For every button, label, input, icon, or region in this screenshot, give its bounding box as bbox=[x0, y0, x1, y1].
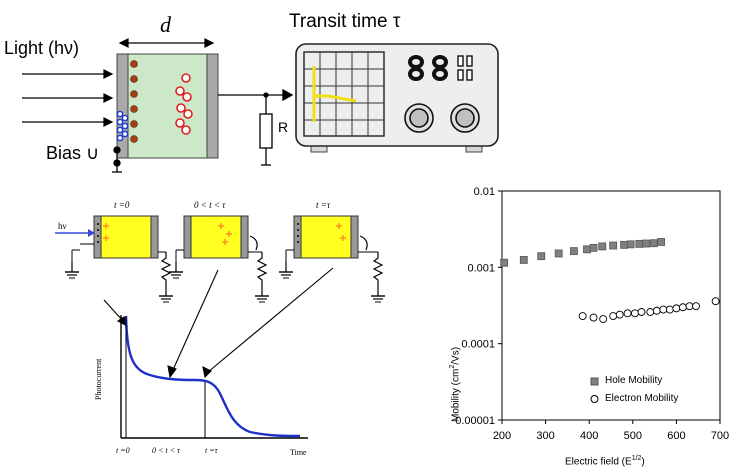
hole-mobility-point bbox=[609, 241, 618, 250]
electron-mobility-point bbox=[711, 297, 720, 306]
hole-mobility-point bbox=[583, 245, 591, 254]
x-tick-label: 500 bbox=[624, 430, 642, 442]
bias-circuit bbox=[112, 146, 122, 173]
scope-trace bbox=[312, 66, 357, 122]
resistor-label: R bbox=[278, 119, 289, 135]
stage-1-schematic bbox=[55, 215, 174, 303]
legend-electron-marker bbox=[590, 395, 599, 403]
electron-mobility-point bbox=[631, 309, 639, 318]
hole-mobility-point bbox=[649, 239, 658, 248]
electron-mobility-point bbox=[678, 303, 687, 312]
x-tick-label: 700 bbox=[711, 430, 729, 442]
hole-mobility-point bbox=[657, 238, 666, 246]
legend-hole-marker bbox=[590, 377, 599, 386]
sample-cell bbox=[116, 53, 219, 159]
light-arrows bbox=[22, 69, 114, 127]
oscilloscope bbox=[295, 43, 499, 153]
electron-mobility-point bbox=[672, 304, 681, 313]
stage-1-label: t =0 bbox=[114, 200, 130, 210]
bias-label: Bias ∪ bbox=[46, 143, 100, 163]
y-tick-label: 0.0001 bbox=[461, 339, 495, 351]
electron-mobility-point bbox=[652, 306, 661, 315]
chart-plot-area bbox=[501, 190, 721, 421]
scope-grid bbox=[304, 52, 384, 136]
photocurrent-tick-3: t =τ bbox=[205, 446, 218, 455]
light-label: Light (hν) bbox=[4, 38, 80, 58]
chart-legend bbox=[590, 377, 599, 403]
transit-time-label: Transit time τ bbox=[289, 11, 401, 32]
hole-mobility-point bbox=[620, 240, 628, 249]
stage-2-label: 0 < t < τ bbox=[194, 200, 226, 210]
scope-readout bbox=[408, 55, 448, 81]
electron-mobility-point bbox=[615, 310, 624, 319]
mobility-ticks: 200 300 400 500 600 700 0.01 0.001 0.0001 0.00001 bbox=[455, 186, 729, 442]
electron-mobility-point bbox=[578, 312, 587, 321]
mobility-xlabel: Electric field (E1/2) bbox=[565, 455, 645, 468]
electron-mobility-point bbox=[637, 308, 646, 316]
x-tick-label: 600 bbox=[667, 430, 685, 442]
thickness-arrow bbox=[118, 38, 215, 48]
legend-electron-label: Electron Mobility bbox=[605, 393, 679, 404]
y-tick-label: 0.00001 bbox=[455, 415, 495, 427]
electron-mobility-point bbox=[665, 305, 674, 314]
hole-mobility-point bbox=[554, 249, 563, 258]
hole-mobility-point bbox=[641, 239, 650, 248]
electron-mobility-point bbox=[609, 312, 618, 321]
hole-mobility-point bbox=[589, 243, 598, 252]
stage-2-schematic bbox=[168, 215, 270, 303]
electron-mobility-point bbox=[599, 315, 608, 324]
hole-mobility-point bbox=[626, 240, 635, 249]
stage-3-schematic bbox=[278, 215, 386, 303]
photocurrent-curve bbox=[124, 315, 301, 438]
x-tick-label: 200 bbox=[493, 430, 511, 442]
electron-mobility-point bbox=[623, 309, 632, 318]
scope-buttons bbox=[457, 55, 473, 81]
photocurrent-tick-2: 0 < t < τ bbox=[152, 446, 180, 455]
electron-mobility-point bbox=[692, 302, 700, 311]
hole-mobility-point bbox=[598, 242, 607, 251]
thickness-label: d bbox=[160, 12, 171, 37]
hole-mobility-point bbox=[635, 239, 644, 248]
electron-mobility-point bbox=[589, 313, 598, 322]
hv-label: hν bbox=[58, 221, 67, 231]
signal-wire bbox=[218, 88, 294, 114]
hole-mobility-point bbox=[570, 247, 578, 256]
electron-mobility-point bbox=[685, 302, 694, 311]
electron-mobility-point bbox=[659, 305, 668, 314]
legend-hole-label: Hole Mobility bbox=[605, 375, 663, 386]
x-tick-label: 400 bbox=[580, 430, 598, 442]
hole-mobility-point bbox=[500, 258, 509, 267]
mobility-points bbox=[500, 238, 720, 324]
y-tick-label: 0.001 bbox=[467, 262, 495, 274]
scope-knobs bbox=[404, 103, 480, 133]
stage-3-label: t =τ bbox=[316, 200, 331, 210]
mobility-ylabel: Mobility (cm2/Vs) bbox=[449, 346, 462, 422]
y-tick-label: 0.01 bbox=[474, 186, 495, 198]
electron-mobility-point bbox=[646, 308, 655, 316]
photocurrent-xlabel: Time bbox=[290, 448, 307, 457]
hole-mobility-point bbox=[537, 252, 546, 261]
photocurrent-tick-1: t =0 bbox=[116, 446, 130, 455]
x-tick-label: 300 bbox=[536, 430, 554, 442]
hole-mobility-point bbox=[519, 256, 528, 264]
